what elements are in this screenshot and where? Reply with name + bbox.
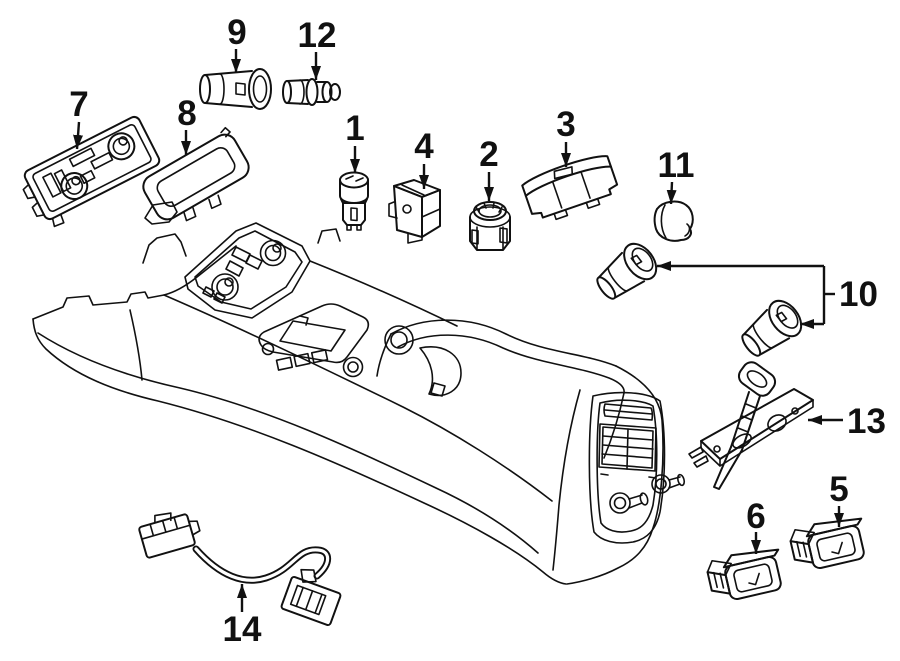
part-12-lighter-element bbox=[282, 78, 341, 106]
callout-7: 7 bbox=[69, 85, 88, 124]
part-9-power-outlet-socket bbox=[199, 68, 272, 110]
console-front-panel bbox=[184, 222, 311, 319]
part-2-knob-switch bbox=[469, 201, 511, 251]
callout-13: 13 bbox=[847, 402, 886, 441]
callout-9: 9 bbox=[227, 13, 246, 52]
rear-knob-right bbox=[651, 473, 686, 494]
harness-connector-right bbox=[280, 568, 342, 627]
part-10-socket-upper bbox=[596, 242, 658, 300]
part-13-shifter-bracket bbox=[688, 361, 814, 490]
callout-10: 10 bbox=[839, 275, 878, 314]
callout-12: 12 bbox=[298, 16, 337, 55]
callout-2: 2 bbox=[479, 135, 498, 174]
part-6-rocker-switch bbox=[706, 548, 782, 601]
callout-4: 4 bbox=[414, 127, 434, 166]
part-3-switch-bank bbox=[521, 155, 619, 221]
callout-14: 14 bbox=[223, 610, 262, 649]
callout-1: 1 bbox=[345, 109, 364, 148]
rear-vent-main bbox=[598, 423, 657, 472]
callout-5: 5 bbox=[829, 470, 848, 509]
callout-6: 6 bbox=[746, 497, 765, 536]
console-shifter-deck bbox=[258, 228, 462, 397]
arrow-10-bracket bbox=[657, 261, 835, 329]
leader-arrows bbox=[73, 49, 844, 612]
harness-connector-left bbox=[138, 512, 201, 559]
callout-3: 3 bbox=[556, 105, 575, 144]
arrow-11 bbox=[666, 181, 677, 205]
part-4-switch-bracket bbox=[388, 179, 441, 244]
console-armrest bbox=[376, 319, 625, 459]
part-5-rocker-switch bbox=[789, 517, 865, 570]
part-8-console-bezel bbox=[142, 126, 250, 222]
part-10-socket-lower bbox=[741, 299, 803, 357]
callout-8: 8 bbox=[177, 94, 196, 133]
part-11-cap bbox=[653, 200, 694, 242]
part-14-wiring-harness bbox=[138, 512, 342, 627]
rear-vent-upper bbox=[603, 403, 654, 421]
console-clip-left bbox=[142, 233, 187, 264]
callout-labels: 1 2 3 4 5 6 7 8 9 10 11 12 13 14 bbox=[69, 13, 886, 649]
console-rear-panel bbox=[552, 365, 686, 585]
rear-knob-left bbox=[609, 492, 649, 514]
arrow-7 bbox=[73, 121, 84, 150]
callout-11: 11 bbox=[658, 146, 695, 185]
